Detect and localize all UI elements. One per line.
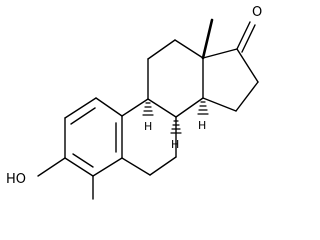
bond bbox=[64, 157, 94, 177]
bond bbox=[174, 39, 204, 59]
hydrogen-label-14: H bbox=[198, 119, 206, 132]
bond bbox=[147, 98, 177, 118]
bond-hydroxyl bbox=[37, 157, 66, 177]
bond bbox=[236, 48, 259, 83]
bond bbox=[121, 157, 151, 176]
hydrogen-label-8: H bbox=[171, 138, 179, 151]
bond-carbonyl bbox=[241, 24, 256, 53]
bond bbox=[64, 97, 97, 119]
hydrogen-label-9: H bbox=[144, 120, 152, 133]
bond bbox=[147, 39, 176, 60]
hashed-bond-h14 bbox=[197, 101, 209, 115]
bond bbox=[235, 81, 259, 112]
hashed-bond-h9 bbox=[142, 102, 154, 116]
bond-angular-methyl bbox=[201, 18, 214, 60]
bond bbox=[202, 48, 238, 59]
structure-canvas: HO O H H H bbox=[4, 3, 264, 200]
ketone-oxygen-label: O bbox=[252, 5, 262, 20]
double-bond-inner bbox=[70, 107, 96, 125]
hydroxyl-label: HO bbox=[6, 172, 26, 187]
bond-carbonyl bbox=[236, 21, 251, 50]
bond bbox=[202, 97, 237, 112]
steroid-structure-diagram: HO O H H H bbox=[4, 3, 264, 200]
hashed-bond-h8 bbox=[170, 120, 182, 134]
bond bbox=[95, 97, 123, 117]
bond bbox=[175, 97, 204, 118]
bond bbox=[121, 98, 149, 117]
double-bond-inner bbox=[72, 153, 94, 168]
bond bbox=[149, 156, 177, 176]
bond bbox=[92, 157, 123, 177]
